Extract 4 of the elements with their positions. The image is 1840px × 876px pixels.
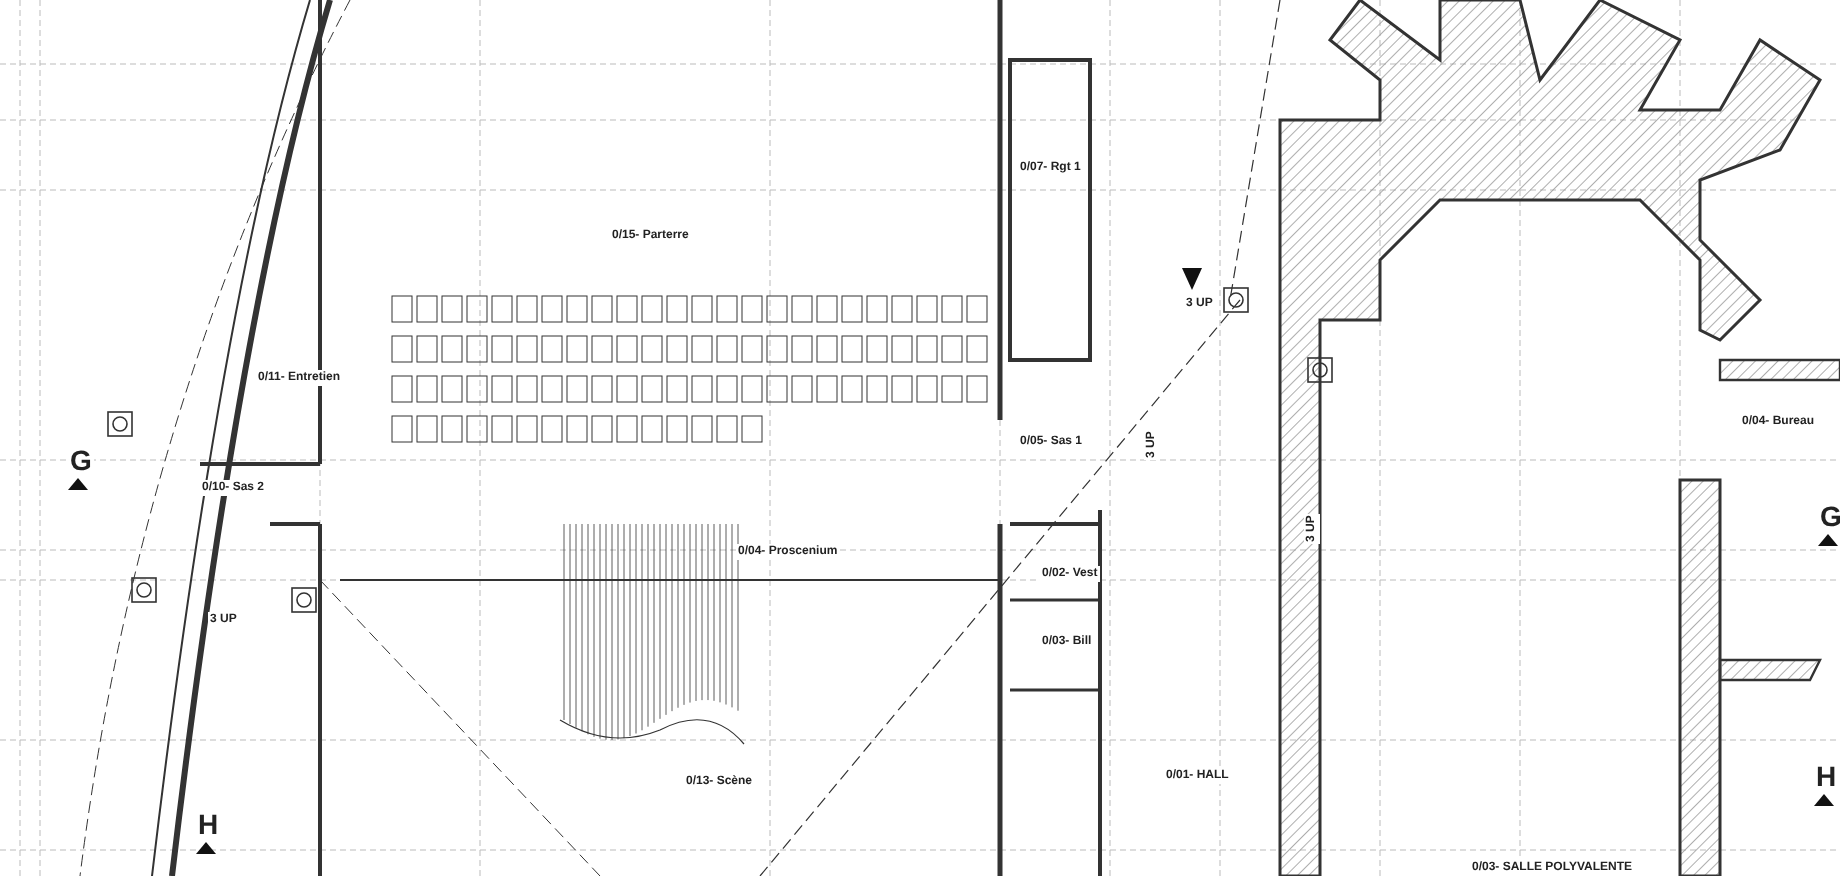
section-marker-letter: H xyxy=(196,808,221,840)
section-marker-letter: H xyxy=(1814,760,1839,792)
section-marker-letter: G xyxy=(68,444,94,476)
section-marker-letter: G xyxy=(1818,500,1840,532)
